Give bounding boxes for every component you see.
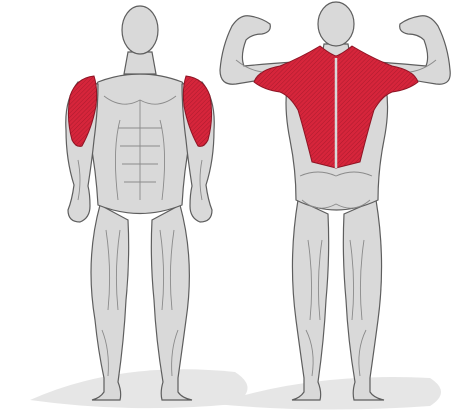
back-head (318, 2, 354, 46)
back-right-leg (343, 200, 384, 400)
floor-shadow (30, 369, 441, 409)
front-neck (124, 52, 156, 74)
front-figure (66, 6, 215, 400)
front-head (122, 6, 158, 54)
front-left-leg (91, 205, 129, 400)
back-left-leg (292, 200, 329, 400)
back-figure (220, 2, 450, 400)
